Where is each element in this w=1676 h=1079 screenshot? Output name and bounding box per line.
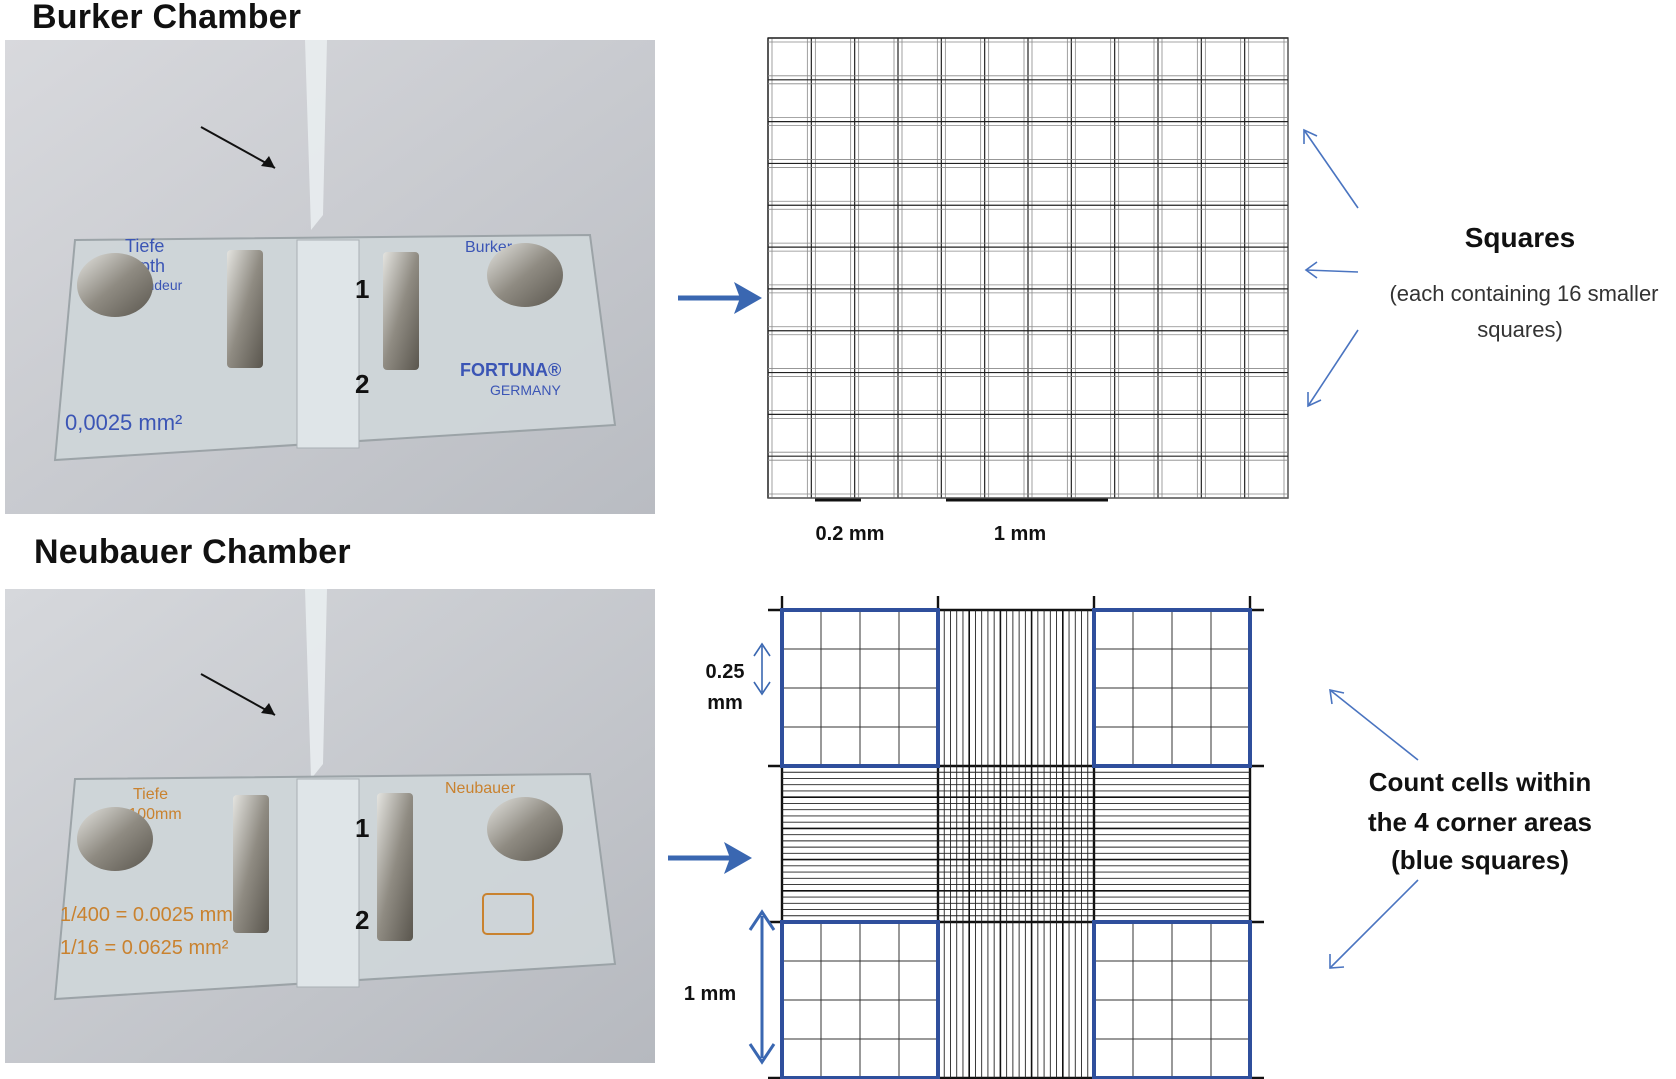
burker-side-note-2: squares) — [1477, 317, 1563, 342]
burker-side-note-1: (each containing 16 smaller — [1389, 281, 1659, 306]
neubauer-grid-background — [782, 610, 1250, 1078]
burker-pipette-tip — [305, 40, 327, 230]
burker-side-arrow-down — [1307, 329, 1359, 407]
burker-left-clip — [227, 250, 263, 368]
neubauer-side-arrow-up — [1329, 689, 1419, 761]
neubauer-scale-small-label-1: 0.25 — [705, 661, 745, 683]
neubauer-logo-stamp — [482, 893, 534, 935]
burker-left-knob — [77, 253, 153, 317]
neubauer-pipette-tip — [305, 589, 327, 779]
burker-side-arrow-mid — [1305, 269, 1359, 273]
burker-pointer-arrow — [678, 282, 762, 314]
burker-chamber-2: 2 — [355, 369, 369, 399]
neubauer-left-clip — [233, 795, 269, 933]
neubauer-side-arrows — [1329, 688, 1419, 969]
neubauer-chamber-1: 1 — [355, 813, 369, 843]
burker-grid — [767, 37, 1289, 499]
burker-right-knob — [487, 243, 563, 307]
neubauer-photo: Tiefe 0,100mm Neubauer 1/400 = 0.0025 mm… — [5, 589, 655, 1063]
neubauer-slide-text-1: Tiefe — [133, 786, 168, 803]
burker-photo: Tiefe Depth Profondeur Burker FORTUNA® G… — [5, 40, 655, 514]
neubauer-black-arrow — [200, 673, 276, 716]
burker-side-arrows — [1303, 128, 1359, 408]
burker-side-title: Squares — [1464, 222, 1576, 253]
neubauer-side-arrow-down — [1329, 879, 1419, 969]
burker-scale-bars — [815, 498, 1108, 502]
neubauer-pointer-arrow — [668, 842, 752, 874]
neubauer-chamber-2: 2 — [355, 905, 369, 935]
neubauer-left-knob — [77, 807, 153, 871]
neubauer-grid — [768, 596, 1264, 1079]
neubauer-slide-text-right: Neubauer — [445, 780, 516, 797]
burker-chamber-1: 1 — [355, 274, 369, 304]
burker-right-clip — [383, 252, 419, 370]
neubauer-blue-square-top-right — [1092, 608, 1252, 768]
burker-brand-country: GERMANY — [490, 382, 561, 398]
burker-black-arrow-head — [261, 156, 275, 168]
burker-brand: FORTUNA® — [460, 360, 561, 380]
neubauer-right-knob — [487, 797, 563, 861]
burker-slide-channel — [296, 239, 360, 449]
neubauer-blue-square-top-left — [780, 608, 940, 768]
burker-title: Burker Chamber — [32, 0, 302, 36]
neubauer-area-1: 1/400 = 0.0025 mm² — [60, 904, 240, 926]
neubauer-side-line-1: Count cells within — [1368, 767, 1592, 797]
neubauer-slide-channel — [296, 778, 360, 988]
neubauer-scale-large-label: 1 mm — [683, 983, 737, 1005]
neubauer-side-line-2: the 4 corner areas — [1367, 807, 1592, 837]
burker-scale-large-label: 1 mm — [993, 523, 1047, 545]
burker-area-label: 0,0025 mm² — [65, 410, 182, 435]
neubauer-area-2: 1/16 = 0.0625 mm² — [60, 937, 229, 959]
neubauer-blue-square-bottom-right — [1092, 920, 1252, 1079]
burker-side-arrow-up — [1303, 129, 1359, 209]
neubauer-dimension-arrows — [748, 642, 776, 1065]
neubauer-scale-small-label-2: mm — [707, 692, 743, 714]
neubauer-side-line-3: (blue squares) — [1391, 845, 1569, 875]
neubauer-black-arrow-head — [261, 703, 275, 715]
neubauer-blue-square-bottom-left — [780, 920, 940, 1079]
burker-slide-text-1: Tiefe — [125, 236, 164, 256]
burker-black-arrow — [200, 126, 276, 169]
neubauer-right-clip — [377, 793, 413, 941]
neubauer-title: Neubauer Chamber — [34, 533, 351, 571]
burker-scale-small-label: 0.2 mm — [815, 523, 885, 545]
